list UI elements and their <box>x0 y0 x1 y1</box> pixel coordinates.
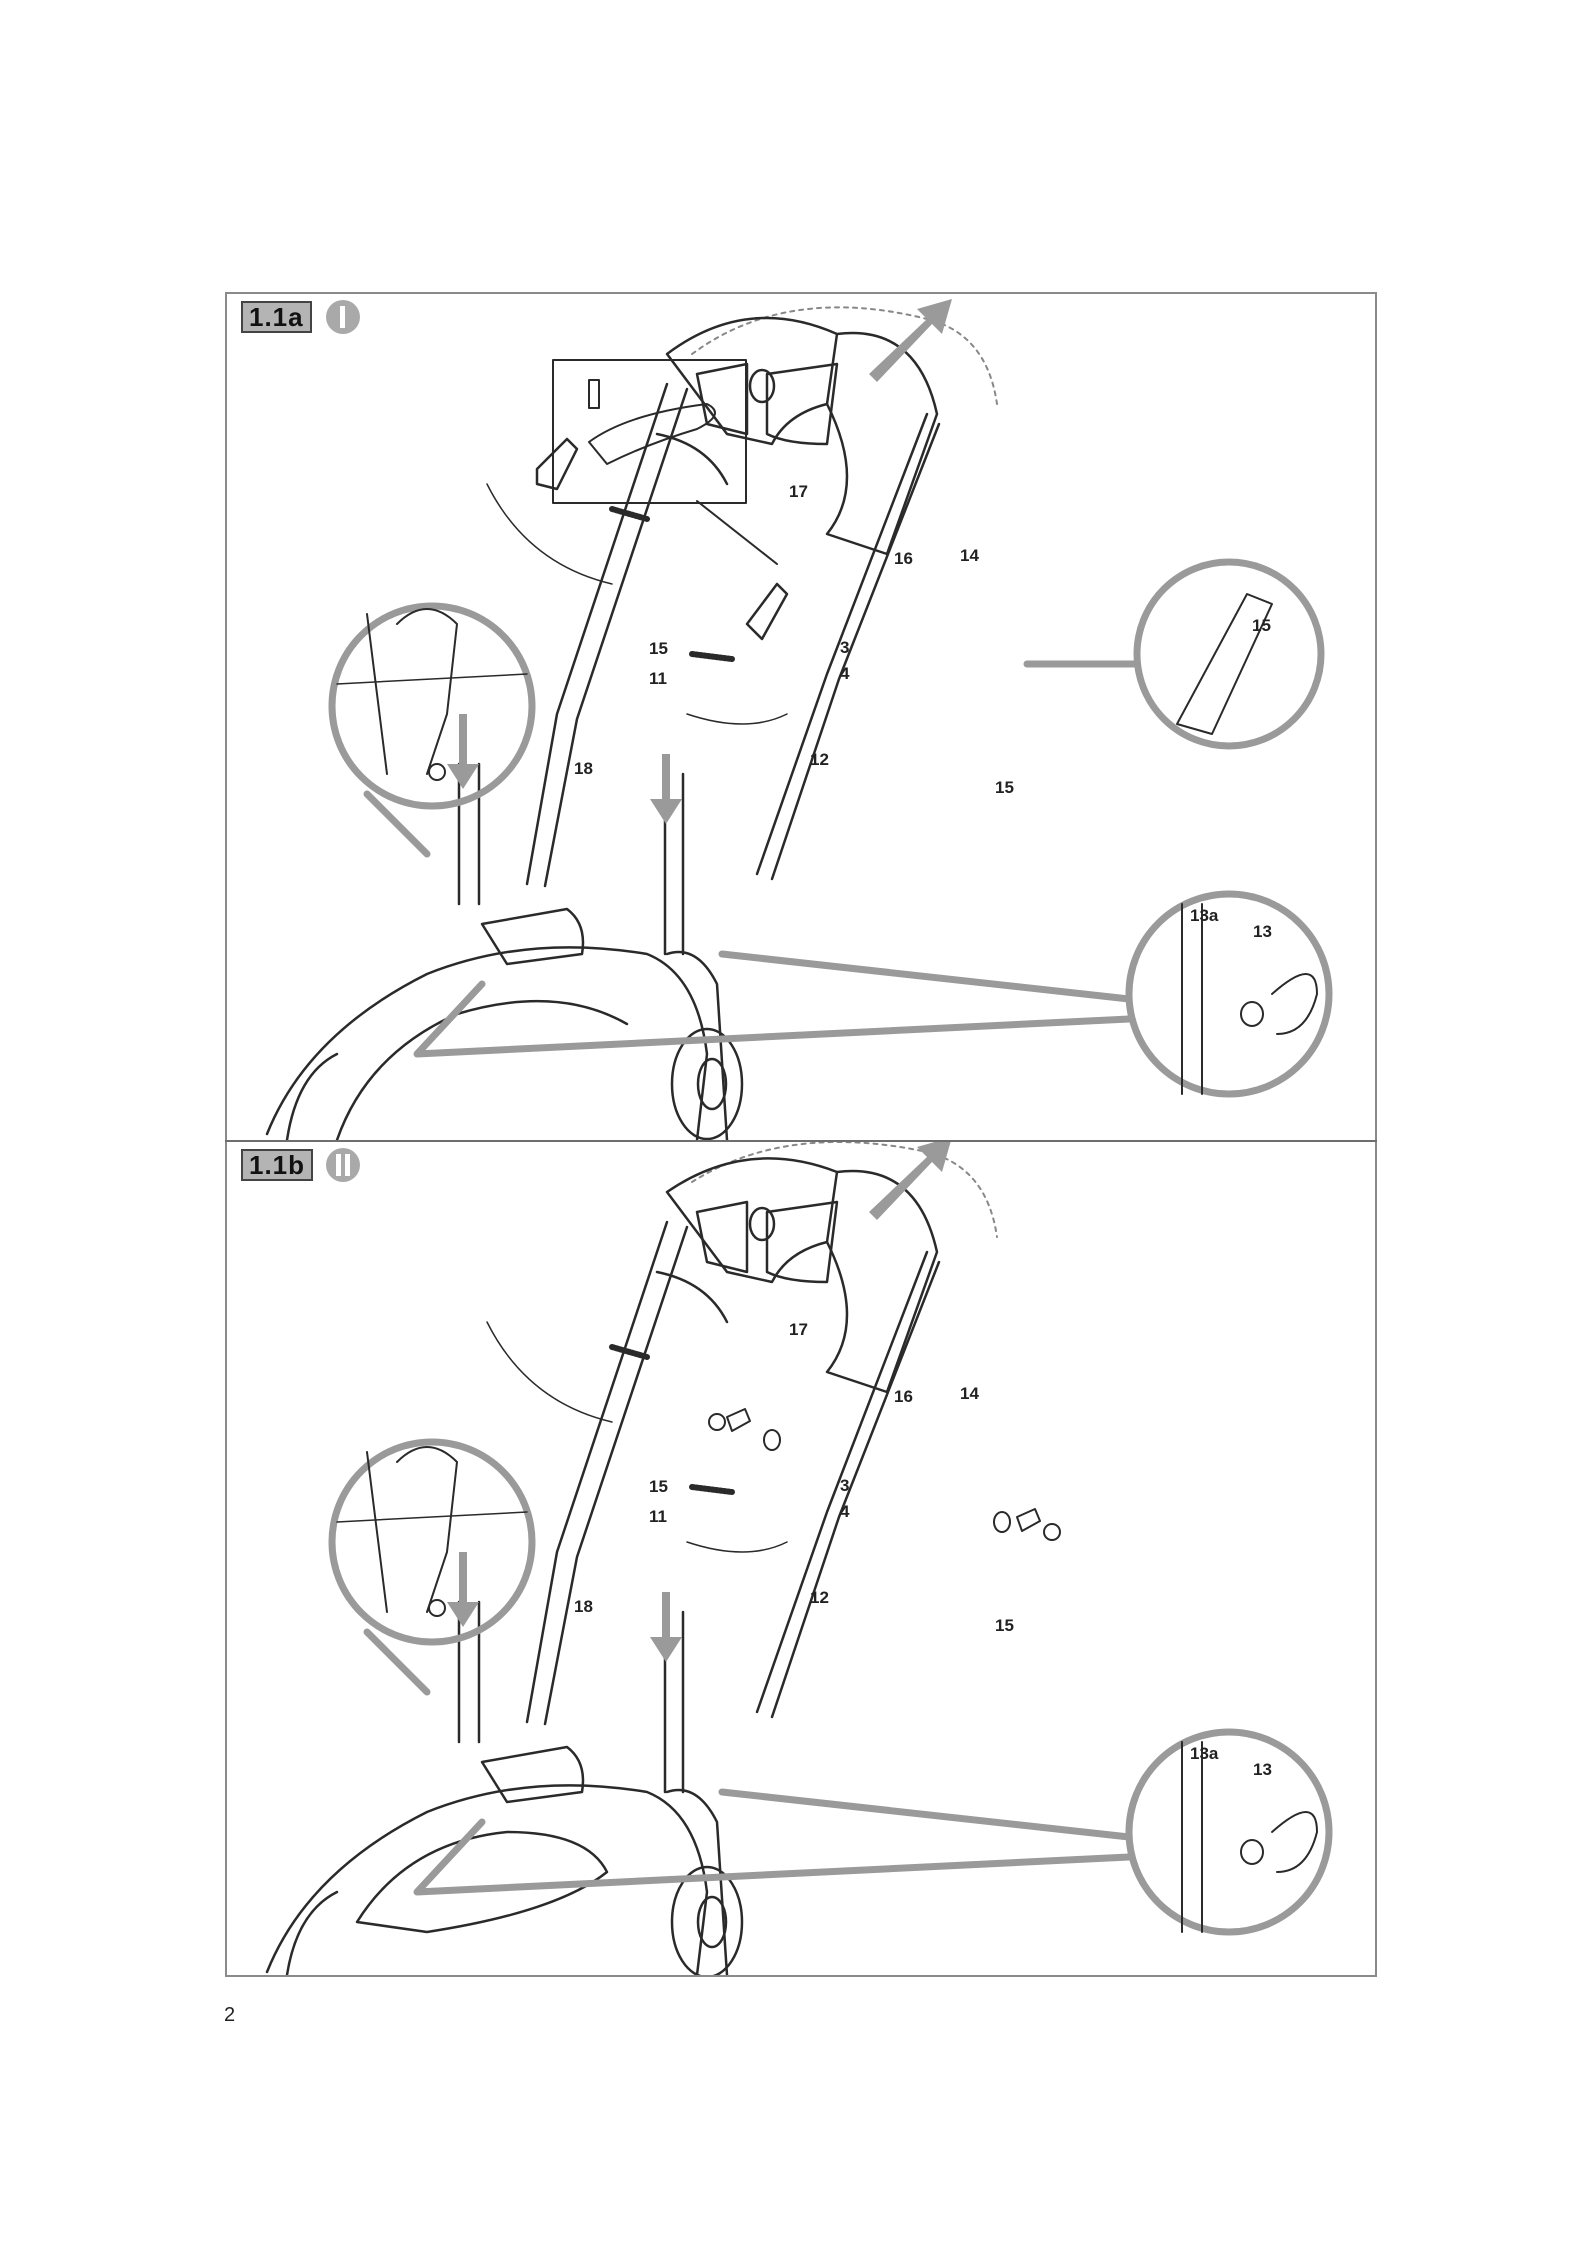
callout: 15 <box>649 639 668 659</box>
callout: 12 <box>810 1588 829 1608</box>
callout: 15 <box>649 1477 668 1497</box>
callout: 15 <box>995 1616 1014 1636</box>
callout: 13a <box>1190 906 1218 926</box>
figure-1-1a: 1.1a 17 16 14 15 3 4 15 11 18 12 15 13a … <box>227 294 1375 1140</box>
callout: 4 <box>840 664 849 684</box>
figure-tag: 1.1b <box>241 1149 313 1181</box>
callout: 14 <box>960 546 979 566</box>
callout: 17 <box>789 482 808 502</box>
callout: 15 <box>1252 616 1271 636</box>
figure-tag: 1.1a <box>241 301 312 333</box>
callout: 18 <box>574 759 593 779</box>
callout: 16 <box>894 1387 913 1407</box>
roman-numeral-two-icon <box>326 1148 360 1182</box>
callout: 3 <box>840 1476 849 1496</box>
callout: 4 <box>840 1502 849 1522</box>
callout: 11 <box>649 1507 667 1527</box>
callout: 11 <box>649 669 667 689</box>
callout: 13 <box>1253 1760 1272 1780</box>
callout: 16 <box>894 549 913 569</box>
mower-handle-assembly-drawing <box>227 294 1375 1140</box>
callout: 14 <box>960 1384 979 1404</box>
page-number: 2 <box>224 2004 235 2027</box>
figure-1-1b: 1.1b 17 16 14 15 3 4 11 18 12 15 13a 13 <box>227 1142 1375 1975</box>
callout: 13 <box>1253 922 1272 942</box>
callout: 12 <box>810 750 829 770</box>
callout: 17 <box>789 1320 808 1340</box>
mower-handle-assembly-drawing <box>227 1142 1375 1975</box>
callout: 13a <box>1190 1744 1218 1764</box>
callout: 15 <box>995 778 1014 798</box>
callout: 18 <box>574 1597 593 1617</box>
roman-numeral-one-icon <box>326 300 360 334</box>
callout: 3 <box>840 638 849 658</box>
